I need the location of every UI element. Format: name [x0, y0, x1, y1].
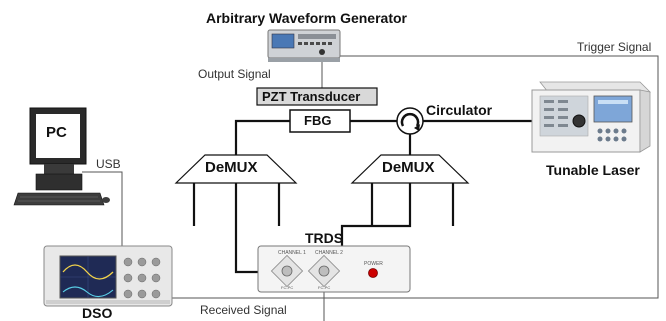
- demux-left-label: DeMUX: [205, 159, 258, 176]
- dso-icon: [43, 245, 173, 307]
- trds-label: TRDS: [305, 230, 344, 246]
- demux-right-shape: [350, 154, 470, 184]
- channel-2-label: CHANNEL 2: [315, 250, 343, 256]
- received-signal-label: Received Signal: [200, 303, 287, 317]
- pzt-transducer-label: PZT Transducer: [262, 89, 361, 104]
- awg-title: Arbitrary Waveform Generator: [206, 10, 407, 26]
- pc-label: PC: [46, 124, 67, 141]
- trigger-signal-label: Trigger Signal: [577, 40, 652, 54]
- fc-pc-label-1: FC-PC: [281, 285, 294, 290]
- tunable-laser-icon: [531, 81, 651, 153]
- circulator-label: Circulator: [426, 102, 493, 118]
- usb-wire: [82, 171, 123, 262]
- power-label: POWER: [364, 261, 383, 267]
- dso-label: DSO: [82, 305, 113, 321]
- output-signal-label: Output Signal: [198, 67, 271, 81]
- awg-icon: [267, 29, 341, 62]
- tunable-laser-label: Tunable Laser: [546, 162, 640, 178]
- usb-label: USB: [96, 157, 121, 171]
- fbg-box: [289, 109, 351, 133]
- signal-wires: [82, 55, 659, 321]
- circulator-icon: [396, 107, 424, 135]
- fiber-fbg-demux-left: [234, 119, 290, 155]
- pzt-transducer-box: [256, 87, 378, 106]
- trds-device: [257, 245, 411, 293]
- demux-left-shape: [174, 154, 298, 184]
- pc-icon: [13, 107, 110, 206]
- power-led-icon: [368, 268, 378, 278]
- channel-1-label: CHANNEL 1: [278, 250, 306, 256]
- demux-right-label: DeMUX: [382, 159, 435, 176]
- trigger-signal-wire: [172, 55, 659, 299]
- fbg-label: FBG: [304, 113, 332, 128]
- fc-pc-label-2: FC-PC: [318, 285, 331, 290]
